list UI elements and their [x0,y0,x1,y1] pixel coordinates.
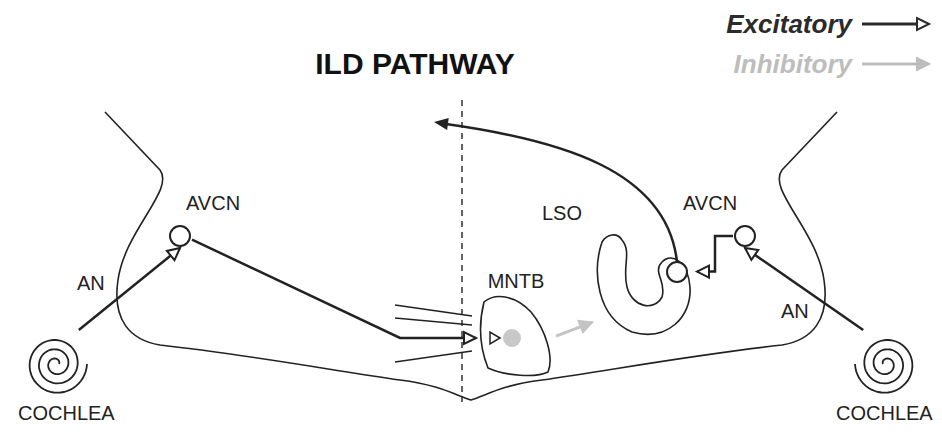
connector [745,248,863,330]
connector-line [745,248,863,330]
diagram-title: ILD PATHWAY [215,46,615,82]
mntb-cell [503,329,521,347]
neuron-cell [735,226,755,246]
fiber-line [395,305,472,316]
ascending-output [446,124,677,262]
lso-node: LSO [592,222,697,340]
legend-row: Excitatory [726,4,932,44]
arrow-head [579,321,592,332]
arrow-head [697,266,709,278]
fiber-line [395,351,472,362]
cochlea-node: COCHLEA [848,330,924,400]
lso-shape [592,222,697,340]
node-label: MNTB [476,270,556,292]
synapse-terminal [490,332,500,344]
cell-node: AVCN [733,224,757,248]
arrow-head [464,332,476,344]
connector [556,321,592,336]
node-label: LSO [542,202,582,224]
lso-outline [597,235,690,334]
connector [697,236,733,278]
node-label: AVCN [683,192,737,214]
cell-shape [168,224,192,248]
brainstem-outline [105,112,837,400]
fiber-line [395,318,472,325]
arrow-head [745,248,758,260]
cell-shape [733,224,757,248]
cochlea-node: COCHLEA [18,330,94,400]
arrow-head [167,248,180,260]
node-label: COCHLEA [836,402,933,424]
connector-line [192,240,476,338]
midline [461,100,462,402]
mntb-node: MNTB [476,268,556,378]
cochlea-spiral [855,340,912,393]
legend-head [917,58,929,70]
connector-line [697,236,733,272]
legend-line-sample [860,53,932,75]
legend-text: Excitatory [726,9,852,40]
edge-label: AN [76,272,106,294]
mntb-outline [481,297,550,376]
cochlea-shape [18,330,94,400]
legend-line-sample [860,13,932,35]
node-label: AVCN [186,192,240,214]
cochlea-spiral [30,340,87,393]
legend-text: Inhibitory [734,49,852,80]
edge-label: AN [780,300,810,322]
cell-node: AVCN [168,224,192,248]
legend: ExcitatoryInhibitory [726,4,932,84]
arrow-head [434,118,449,130]
connector [192,240,476,344]
neuron-cell [170,226,190,246]
cochlea-shape [848,330,924,400]
legend-line [862,23,918,26]
legend-head [917,18,929,30]
node-label: COCHLEA [18,402,115,424]
legend-line [862,63,918,66]
lso-cell [667,262,687,282]
legend-row: Inhibitory [726,44,932,84]
